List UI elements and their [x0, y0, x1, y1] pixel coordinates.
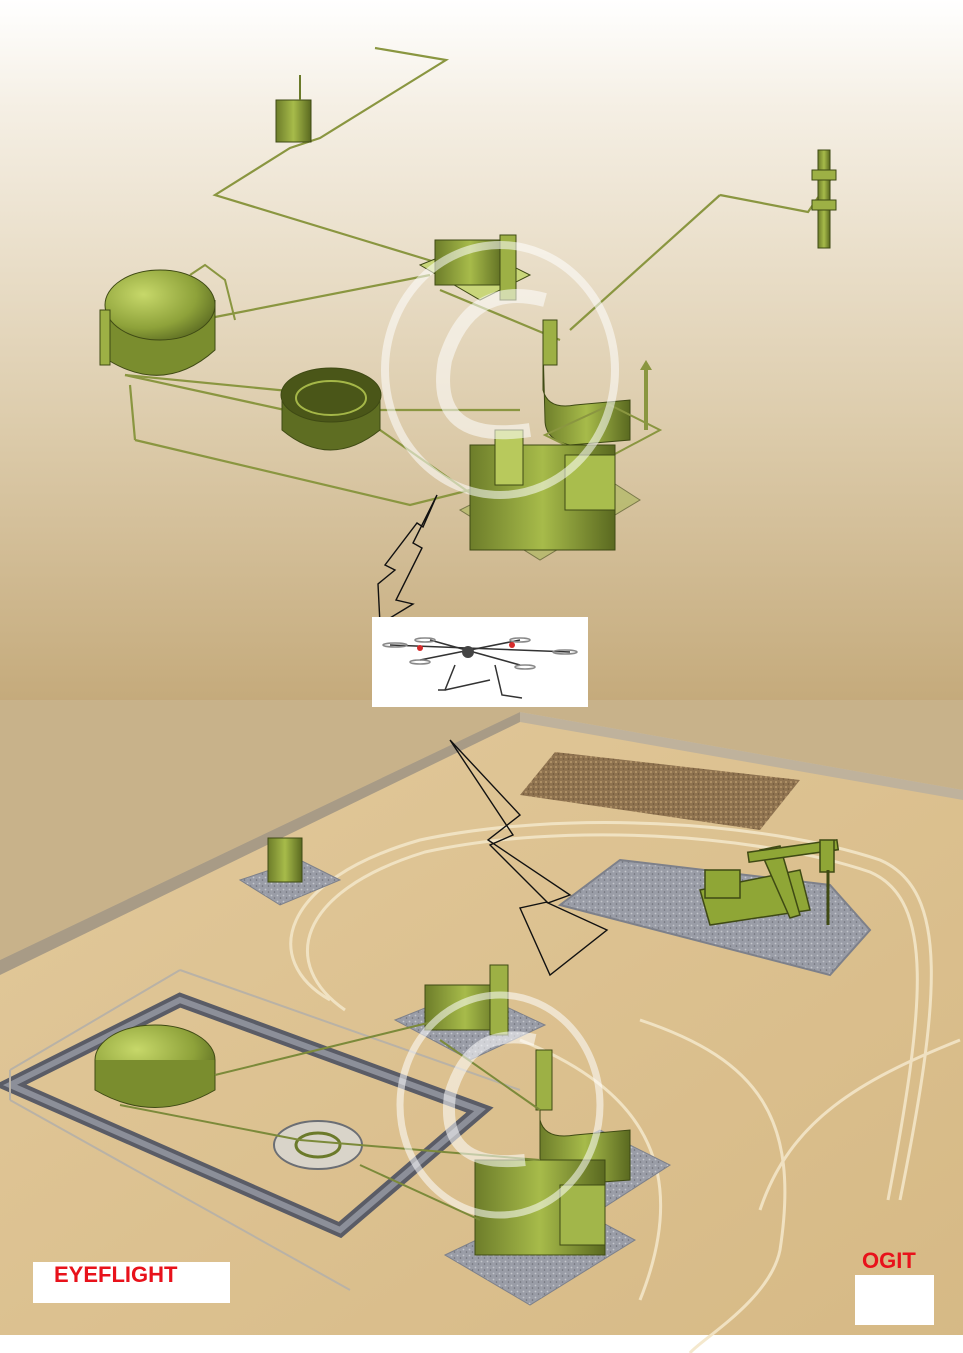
lightning-bolt-icon-lower: [449, 739, 609, 977]
ogit-brand-label: OGIT: [862, 1248, 916, 1273]
drone-panel: [372, 617, 588, 707]
upper-control-cabinet: [275, 75, 312, 143]
dirt-patch: [520, 752, 800, 830]
eyeflight-label-box: [33, 1262, 230, 1303]
hexacopter-drone-icon: [382, 637, 578, 699]
upper-wellhead: [811, 149, 837, 249]
ogit-label-box: [855, 1275, 934, 1325]
lower-control-cabinet: [238, 837, 342, 906]
eyeflight-brand-label: EYEFLIGHT: [54, 1262, 178, 1287]
copyright-watermark-icon: [381, 241, 619, 1219]
lightning-bolt-icon: [377, 494, 438, 626]
upper-open-pit-tank: [280, 367, 382, 451]
upper-storage-tank: [99, 263, 236, 376]
pumpjack-icon: [699, 838, 840, 926]
